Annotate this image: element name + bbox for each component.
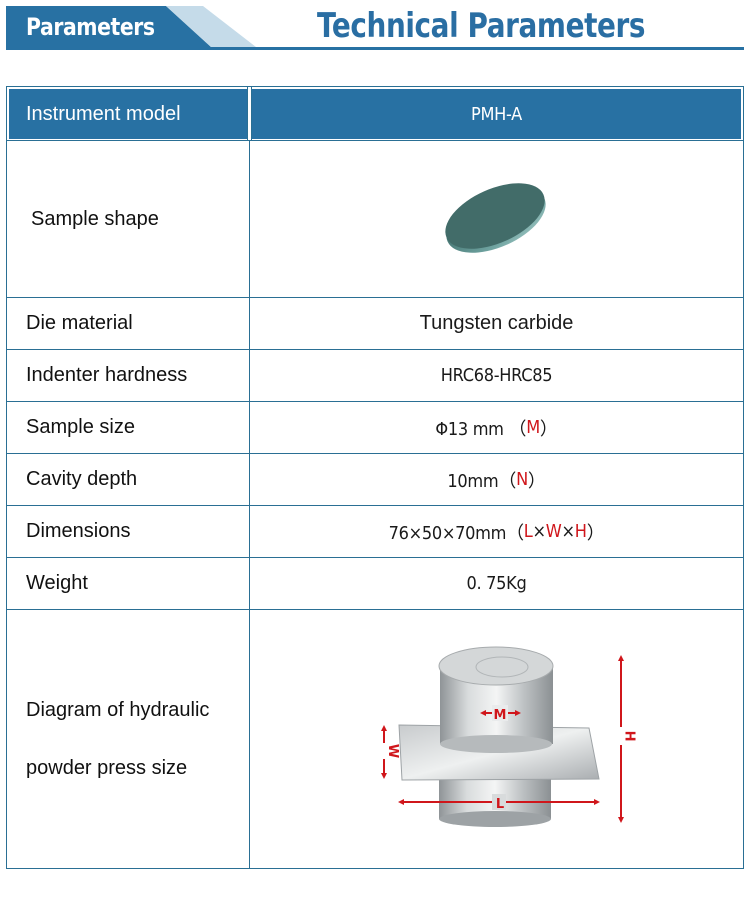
value-text: ） xyxy=(527,470,546,492)
dimension-code: N xyxy=(516,469,528,490)
table-row: Cavity depth 10mm（N） xyxy=(7,454,743,506)
table-row: Weight 0. 75Kg xyxy=(7,558,743,610)
header-value: PMH-A xyxy=(252,89,741,139)
spec-table: Instrument model PMH-A Sample shape Die … xyxy=(6,86,744,869)
value-text: 10mm（ xyxy=(447,470,517,492)
dimension-code: W xyxy=(545,521,562,542)
table-row: Sample size Φ13 mm （M） xyxy=(7,402,743,454)
dimension-code: M xyxy=(526,417,540,438)
value-text: Φ13 mm （ xyxy=(435,418,527,440)
value-text: × xyxy=(561,521,576,542)
value-text: 76×50×70mm（ xyxy=(388,522,525,544)
svg-text:H: H xyxy=(621,731,636,742)
svg-text:W: W xyxy=(385,744,400,758)
section-banner: Parameters Technical Parameters xyxy=(6,6,746,52)
value-text: × xyxy=(532,521,547,542)
table-row: Sample shape xyxy=(7,141,743,298)
row-value: M W L xyxy=(250,610,743,868)
row-value xyxy=(250,141,743,297)
row-value: 10mm（N） xyxy=(250,454,743,505)
row-label: Die material xyxy=(7,298,250,349)
row-label-line: Diagram of hydraulic xyxy=(26,699,210,721)
dimension-code: H xyxy=(574,521,587,542)
row-label: Cavity depth xyxy=(7,454,250,505)
row-label: Sample shape xyxy=(7,141,250,297)
svg-text:L: L xyxy=(495,797,503,812)
row-label-line: powder press size xyxy=(26,757,188,779)
value-text: ） xyxy=(539,418,558,440)
dimension-code: L xyxy=(523,521,533,542)
svg-text:M: M xyxy=(493,708,506,723)
row-label: Indenter hardness xyxy=(7,350,250,401)
banner-tab-title: Parameters xyxy=(26,13,155,41)
table-row: Die material Tungsten carbide xyxy=(7,298,743,350)
row-value: HRC68-HRC85 xyxy=(440,365,553,386)
header-label: Instrument model xyxy=(9,89,247,139)
row-value: Tungsten carbide xyxy=(419,312,574,334)
disc-sample-icon xyxy=(435,169,557,267)
page-title: Technical Parameters xyxy=(317,6,646,46)
table-row: Diagram of hydraulic powder press size xyxy=(7,610,743,868)
row-label: Diagram of hydraulic powder press size xyxy=(7,610,250,868)
table-header-row: Instrument model PMH-A xyxy=(7,87,743,141)
row-value: 76×50×70mm（L×W×H） xyxy=(250,506,743,557)
row-label: Sample size xyxy=(7,402,250,453)
row-value: Φ13 mm （M） xyxy=(250,402,743,453)
table-row: Dimensions 76×50×70mm（L×W×H） xyxy=(7,506,743,558)
header-separator xyxy=(247,87,252,141)
row-label: Dimensions xyxy=(7,506,250,557)
header-divider xyxy=(7,140,743,141)
value-text: ） xyxy=(586,522,605,544)
row-label: Weight xyxy=(7,558,250,609)
table-row: Indenter hardness HRC68-HRC85 xyxy=(7,350,743,402)
row-value: 0. 75Kg xyxy=(466,573,527,594)
press-diagram-icon: M W L xyxy=(375,646,636,827)
banner-divider xyxy=(6,47,744,50)
